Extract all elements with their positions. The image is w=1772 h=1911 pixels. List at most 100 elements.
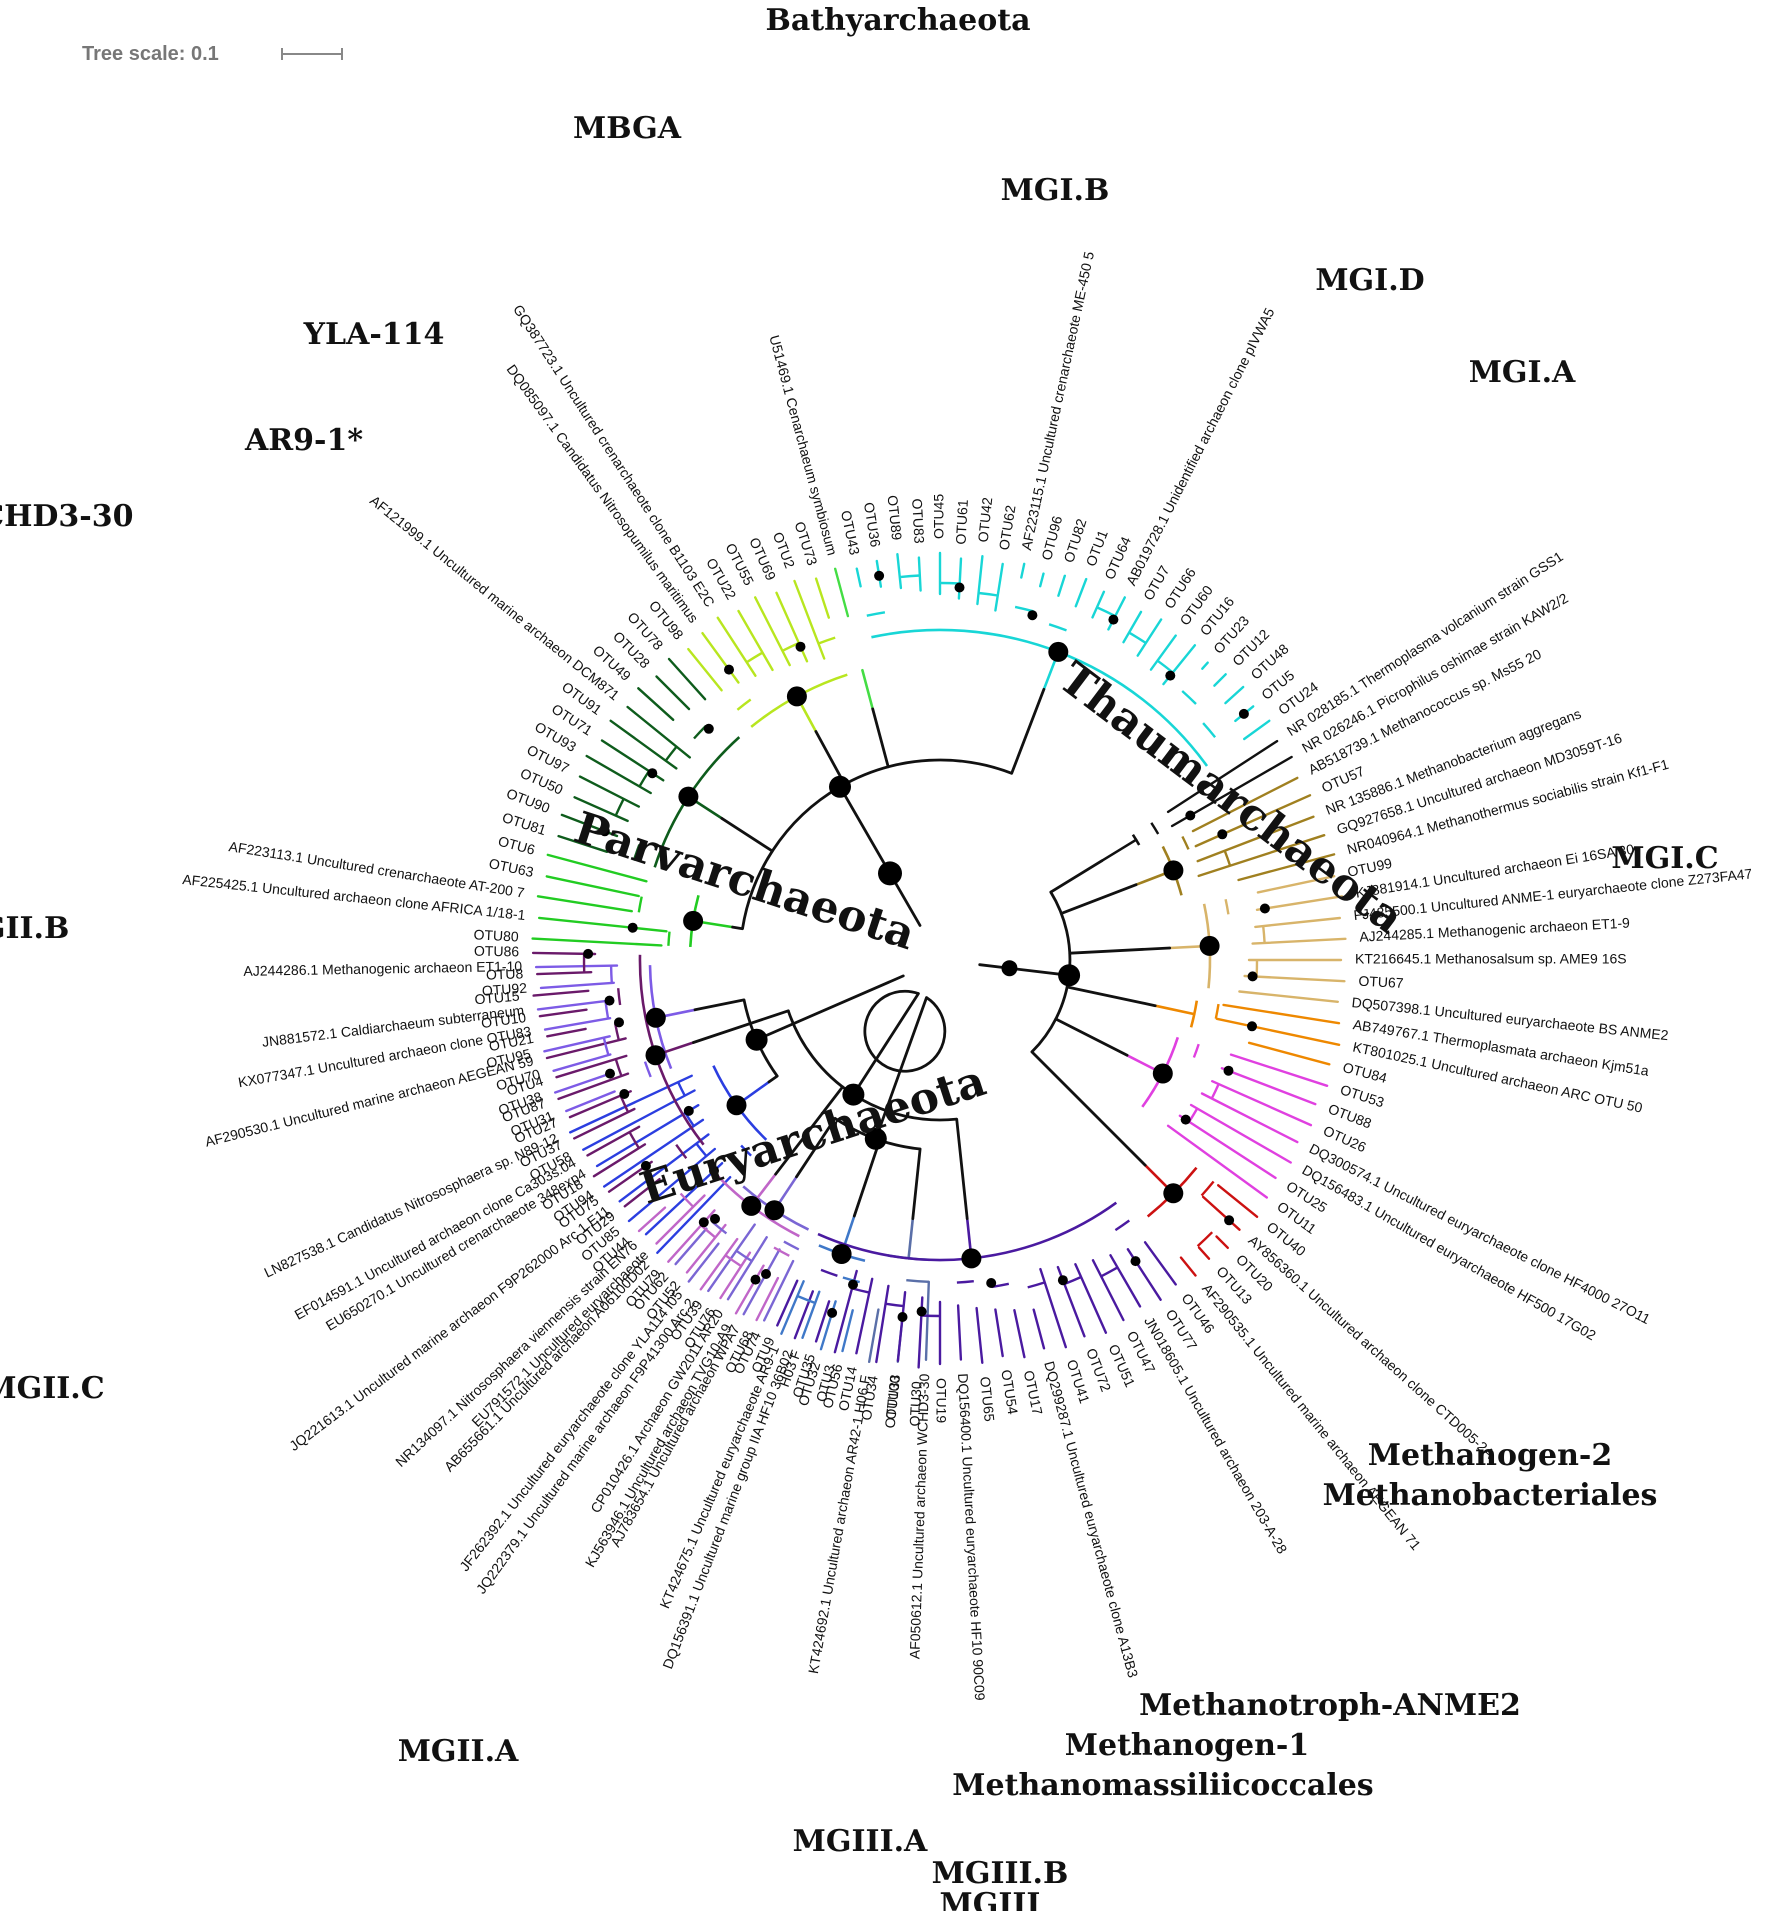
leaf-branch bbox=[1215, 1235, 1230, 1250]
clade-subarc bbox=[796, 1294, 816, 1305]
leaf-branch bbox=[534, 964, 619, 969]
leaf-label: OTU92 bbox=[481, 980, 527, 999]
leaf-branch bbox=[603, 1118, 705, 1188]
clade-subarc bbox=[617, 988, 622, 1006]
clade-subarc bbox=[1027, 1281, 1046, 1289]
leaf-branch bbox=[1191, 776, 1299, 833]
leaf-branch bbox=[538, 916, 668, 933]
clade-subarc bbox=[628, 1131, 640, 1149]
leaf-branch bbox=[1136, 618, 1163, 657]
leaf-branch bbox=[1143, 1241, 1177, 1286]
bootstrap-node bbox=[1108, 614, 1119, 625]
clade-subarc bbox=[736, 698, 752, 711]
leaf-branch bbox=[536, 895, 633, 913]
leaf-label: KT216645.1 Methanosalsum sp. AME9 16S bbox=[1355, 951, 1627, 967]
leaf-label: OTU45 bbox=[931, 494, 947, 539]
backbone-branch bbox=[1049, 859, 1104, 894]
leaf-label: DQ299287.1 Uncultured euryarchaeote clon… bbox=[1041, 1359, 1141, 1679]
leaf-branch bbox=[569, 1074, 693, 1134]
clade-subarc bbox=[1214, 1003, 1220, 1019]
leaf-branch bbox=[578, 775, 640, 808]
clade-subarc bbox=[1181, 690, 1197, 705]
leaf-branch bbox=[531, 937, 663, 947]
leaf-branch bbox=[975, 1306, 984, 1365]
clade-subarc bbox=[746, 651, 764, 664]
clade-stem bbox=[1153, 1004, 1196, 1016]
leaf-branch bbox=[656, 1175, 732, 1255]
clade-node bbox=[1152, 1063, 1173, 1084]
leaf-label: OTU15 bbox=[474, 988, 521, 1008]
leaf-label: DQ300574.1 Uncultured euryarchaeote clon… bbox=[1307, 1140, 1653, 1327]
clade-labels: BathyarchaeotaMBGAMGI.BMGI.DYLA-114MGI.A… bbox=[0, 3, 1719, 1911]
backbone-branch bbox=[720, 817, 774, 853]
clade-node bbox=[1199, 935, 1220, 956]
bootstrap-node bbox=[709, 1165, 719, 1176]
backbone-branch bbox=[955, 1117, 969, 1220]
leaf-branch bbox=[1020, 562, 1026, 579]
bootstrap-node bbox=[761, 1269, 771, 1279]
clade-subarc bbox=[1048, 623, 1067, 632]
leaf-label: OTU8 bbox=[486, 965, 524, 982]
bootstrap-node bbox=[599, 826, 610, 837]
bootstrap-node bbox=[647, 768, 658, 779]
leaf-label: OTU65 bbox=[977, 1376, 998, 1423]
bootstrap-node bbox=[619, 1089, 630, 1099]
leaf-label: OTU54 bbox=[998, 1368, 1021, 1415]
leaf-branch bbox=[814, 1300, 831, 1343]
leaf-branch bbox=[1256, 875, 1336, 894]
clade-node bbox=[1163, 860, 1184, 881]
bootstrap-node bbox=[874, 570, 885, 581]
leaf-branch bbox=[716, 616, 757, 677]
clade-node bbox=[645, 1045, 666, 1066]
bootstrap-node bbox=[954, 582, 965, 593]
clade-node bbox=[1163, 1183, 1184, 1204]
leaf-branch bbox=[793, 579, 826, 660]
leaf-branch bbox=[1091, 590, 1106, 619]
bootstrap-node bbox=[1247, 971, 1258, 982]
leaf-branch bbox=[1220, 1066, 1317, 1106]
leaf-branch bbox=[687, 1242, 720, 1283]
clade-subarc bbox=[664, 745, 678, 762]
bootstrap-node bbox=[640, 1160, 651, 1171]
clade-subarc bbox=[956, 1280, 974, 1284]
clade-label: Methanomassiliicoccales bbox=[952, 1768, 1373, 1803]
leaf-branch bbox=[1213, 673, 1227, 687]
leaf-label: OTU86 bbox=[474, 943, 520, 960]
leaf-branch bbox=[1196, 815, 1315, 863]
leaf-branch bbox=[1254, 916, 1342, 929]
bootstrap-node bbox=[1217, 829, 1228, 840]
bootstrap-node bbox=[1165, 670, 1176, 681]
leaf-branch bbox=[701, 632, 740, 684]
bootstrap-node bbox=[750, 1274, 761, 1285]
leaf-branch bbox=[539, 981, 615, 990]
clade-subarc bbox=[643, 1061, 652, 1078]
leaf-branch bbox=[924, 1280, 930, 1362]
leaf-label: AB019728.1 Unidentified archaeon clone p… bbox=[1123, 305, 1278, 588]
leaf-label: AB518739.1 Methanococcus sp. Ms55 20 bbox=[1306, 646, 1544, 778]
bootstrap-node bbox=[1180, 1114, 1191, 1125]
clade-label: MGI.C bbox=[1611, 841, 1718, 876]
clade-subarc bbox=[866, 611, 886, 617]
leaf-label: OTU100 bbox=[882, 1375, 903, 1430]
leaf-branch bbox=[1238, 990, 1340, 1003]
leaf-label: OTU43 bbox=[838, 509, 863, 557]
clade-label: Methanogen-2 bbox=[1368, 1438, 1612, 1473]
leaf-branch bbox=[1242, 719, 1271, 741]
clade-subarc bbox=[1202, 722, 1217, 738]
clade-subarc bbox=[1100, 1266, 1119, 1278]
clade-label: MGIII bbox=[940, 1887, 1041, 1911]
leaf-branch bbox=[841, 1309, 854, 1353]
leaf-branch bbox=[1166, 1124, 1269, 1199]
leaf-branch bbox=[896, 553, 903, 590]
leaf-branch bbox=[595, 1103, 700, 1168]
leaf-branch bbox=[1122, 610, 1143, 644]
leaf-label: OTU36 bbox=[861, 501, 884, 548]
backbone-branch bbox=[1010, 687, 1046, 775]
leaf-branch bbox=[545, 1037, 627, 1060]
leaf-branch bbox=[1222, 1003, 1341, 1025]
major-node bbox=[1001, 960, 1018, 977]
leaf-branch bbox=[763, 1259, 795, 1322]
backbone-stem bbox=[838, 785, 922, 927]
leaf-branch bbox=[637, 1206, 667, 1233]
